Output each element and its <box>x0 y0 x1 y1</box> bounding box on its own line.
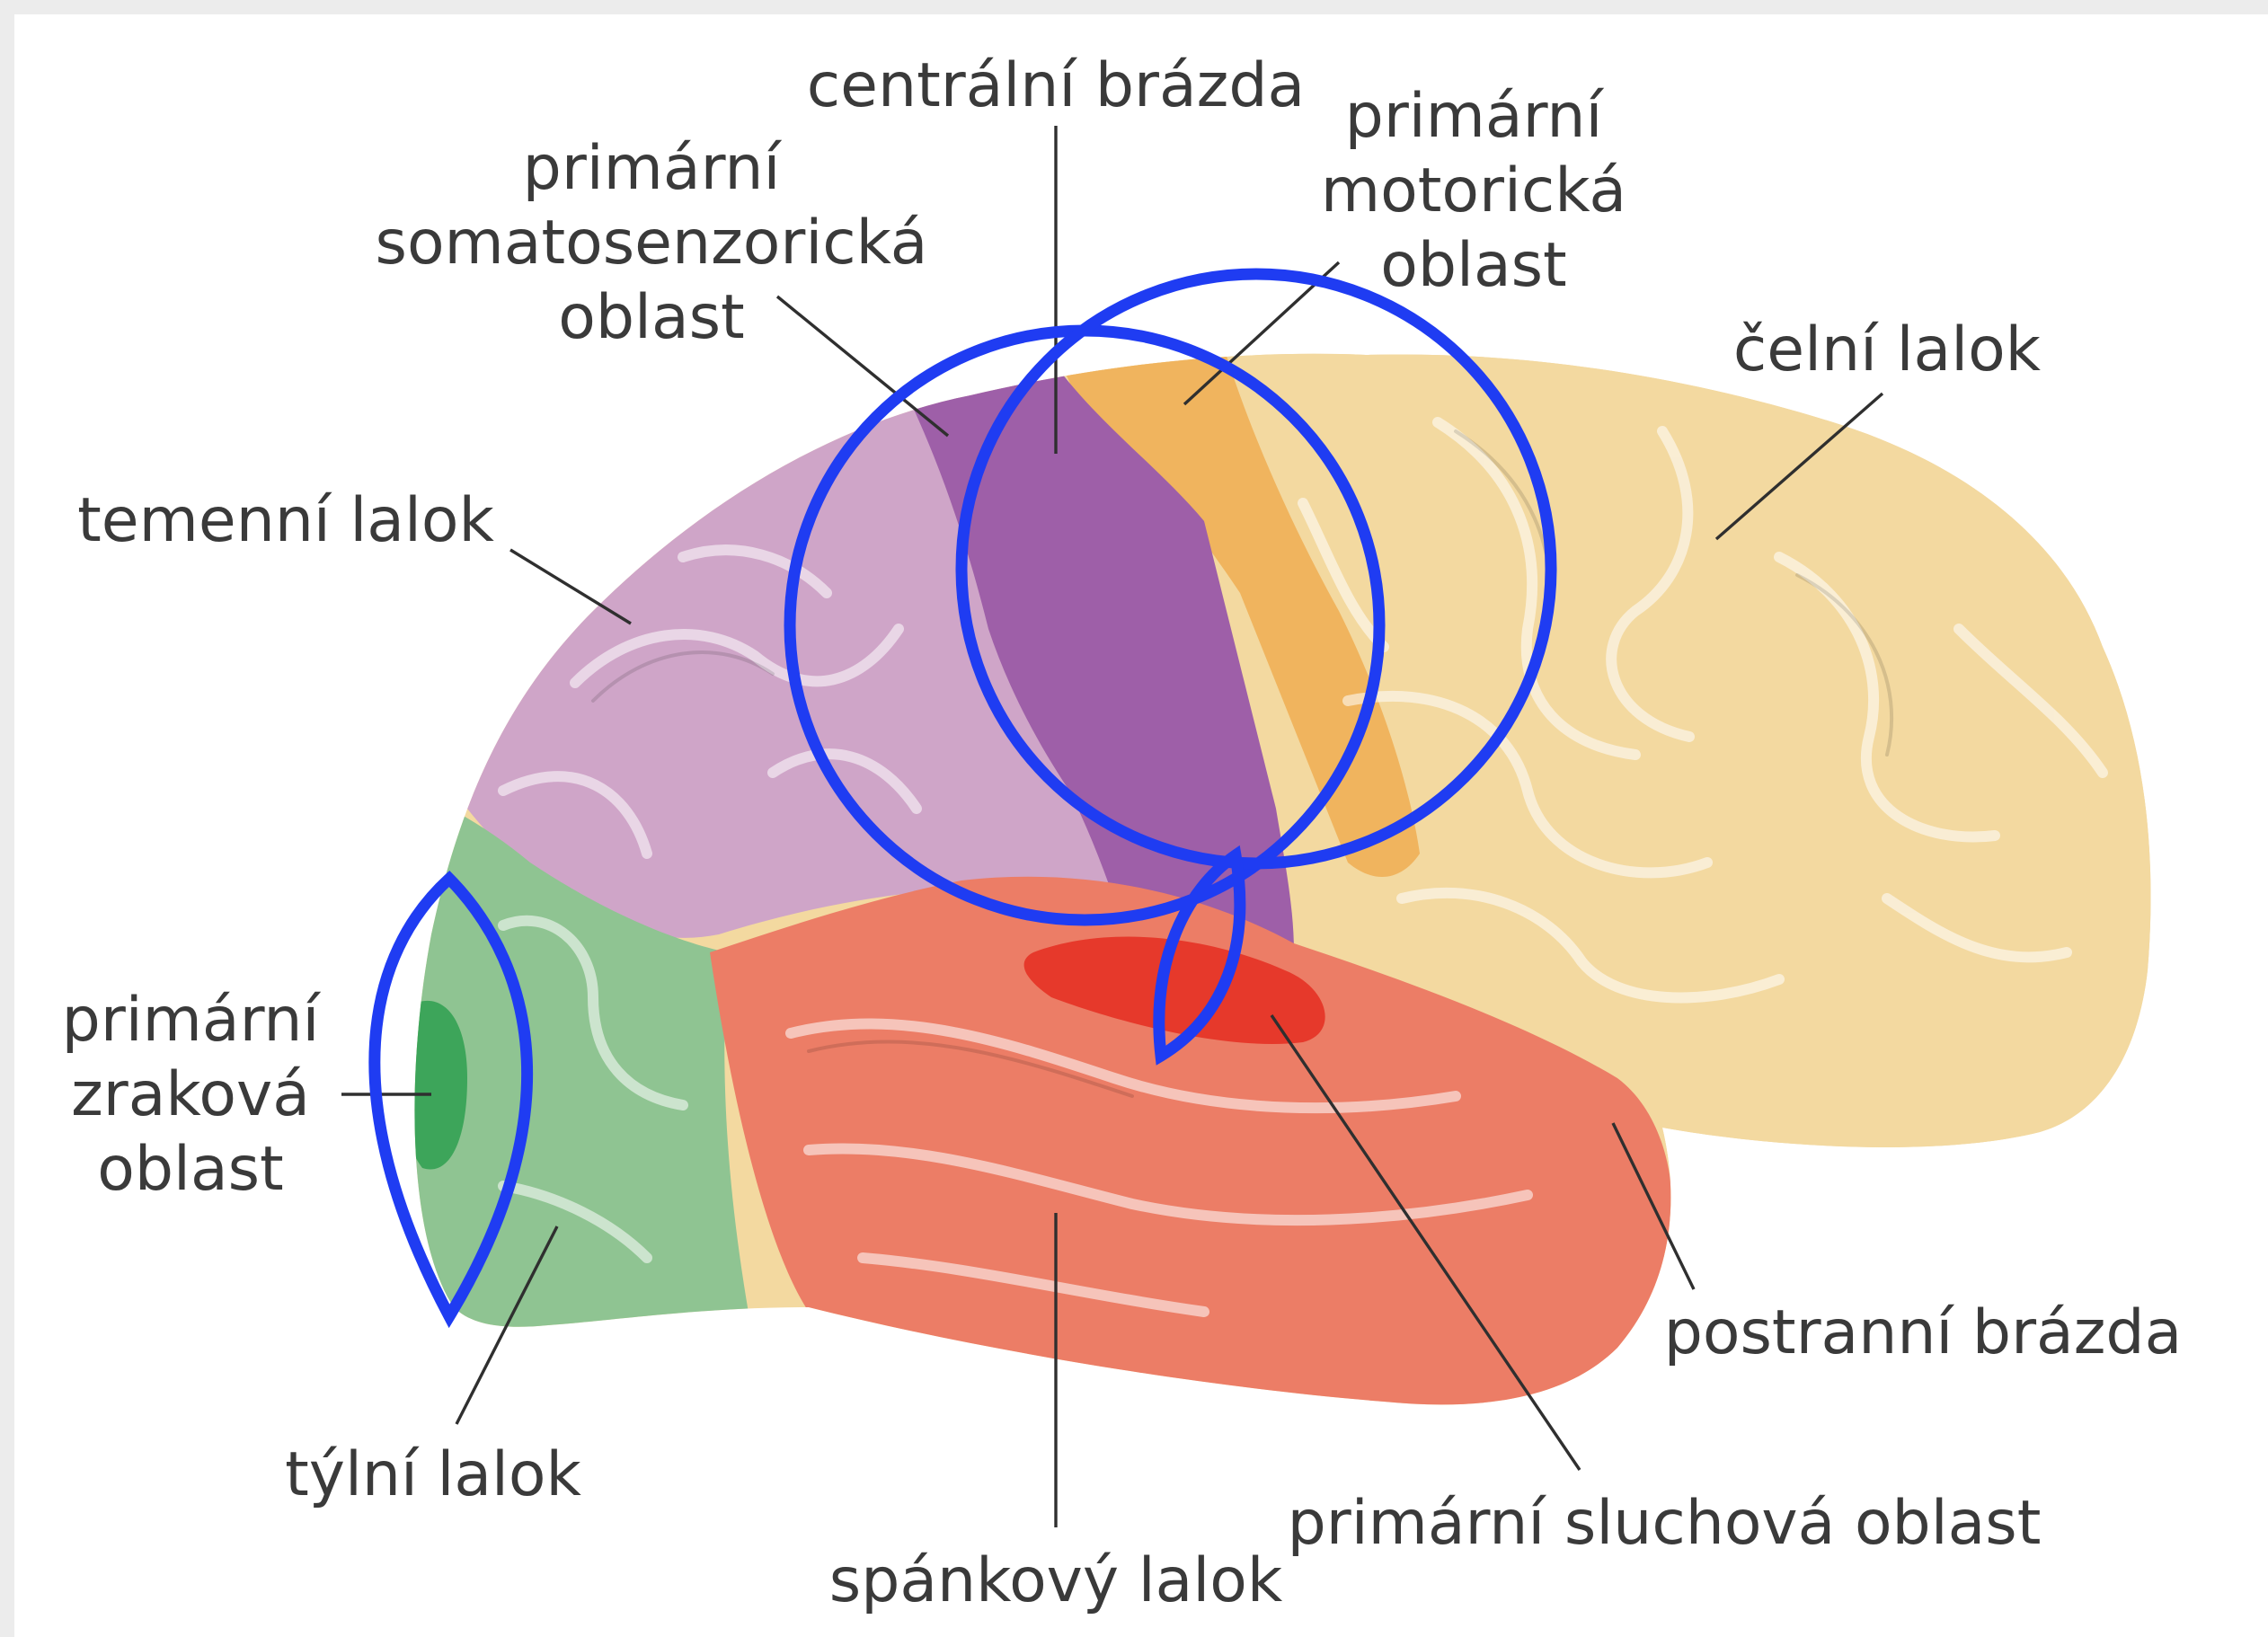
label-temporal-lobe: spánkový lalok <box>829 1545 1283 1616</box>
brain <box>359 270 2246 1410</box>
label-parietal-lobe: temenní lalok <box>77 485 494 556</box>
leader-parietal <box>510 550 631 624</box>
label-somatosensory-line2: somatosenzorická <box>376 208 928 279</box>
label-occipital-lobe: týlní lalok <box>285 1439 581 1510</box>
label-somatosensory-line3: oblast <box>558 282 744 353</box>
label-motor-line2: motorická <box>1321 155 1626 226</box>
label-visual-line3: oblast <box>97 1134 283 1205</box>
label-auditory-area: primární sluchová oblast <box>1288 1488 2042 1559</box>
visual-area-region <box>396 1001 467 1170</box>
label-lateral-sulcus: postranní brázda <box>1664 1297 2183 1368</box>
label-visual-line2: zraková <box>71 1059 310 1130</box>
label-motor-line3: oblast <box>1380 230 1566 301</box>
label-motor-line1: primární <box>1345 81 1605 152</box>
label-somatosensory-line1: primární <box>523 133 783 204</box>
label-central-sulcus: centrální brázda <box>807 50 1305 121</box>
leader-somatosensory <box>777 296 948 436</box>
label-visual-line1: primární <box>62 985 322 1056</box>
label-frontal-lobe: čelní lalok <box>1733 314 2042 385</box>
